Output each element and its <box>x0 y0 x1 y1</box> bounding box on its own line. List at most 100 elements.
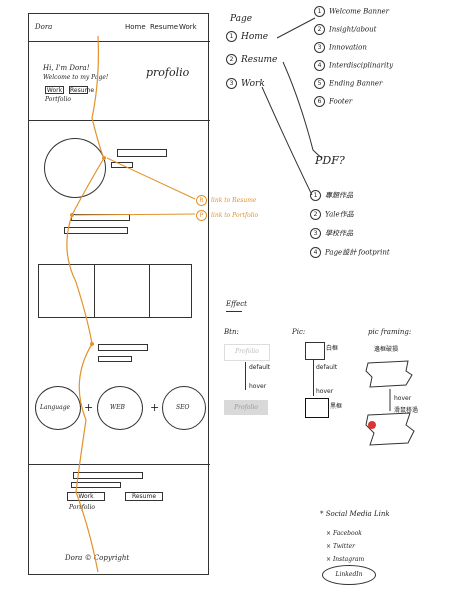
home-section-6: 6 Footer <box>314 96 393 114</box>
hero-welcome: Welcome to my Page! <box>43 74 109 81</box>
work-section-2-label: Yale作品 <box>325 210 354 219</box>
work-section-1-label: 專題作品 <box>325 191 353 200</box>
text-bar-5 <box>98 344 148 351</box>
home-section-5: 5 Ending Banner <box>314 78 393 96</box>
text-bar-7 <box>73 472 143 479</box>
work-section-1: 1 專題作品 <box>310 190 390 209</box>
effect-underline <box>226 311 242 312</box>
social-facebook-label: Facebook <box>332 530 362 537</box>
nav-work[interactable]: Work <box>179 23 197 31</box>
social-instagram[interactable]: × Instagram <box>326 556 365 563</box>
innovation-gallery <box>38 264 192 318</box>
work-section-3-label: 學校作品 <box>325 229 353 238</box>
framing-sub: 邊框破損 <box>374 346 399 353</box>
ending-divider <box>29 464 210 465</box>
home-section-5-label: Ending Banner <box>329 79 383 88</box>
ending-work-button[interactable]: Work <box>67 492 105 501</box>
home-section-2-number: 2 <box>314 24 325 35</box>
nav-home[interactable]: Home <box>125 23 146 31</box>
social-twitter[interactable]: × Twitter <box>326 543 356 550</box>
pic-arrow <box>313 360 314 396</box>
social-facebook[interactable]: × Facebook <box>326 530 362 537</box>
home-section-4-label: Interdisciplinarity <box>329 61 394 70</box>
work-section-1-number: 1 <box>310 190 321 201</box>
profile-picture <box>44 138 106 198</box>
social-linkedin[interactable]: LinkedIn <box>322 565 376 585</box>
hero-greeting: Hi, I'm Dora! <box>43 64 90 72</box>
effect-title: Effect <box>226 300 247 308</box>
social-twitter-label: Twitter <box>332 543 356 550</box>
text-bar-1 <box>117 149 167 157</box>
page-resume-label: Resume <box>241 55 278 65</box>
gallery-divider-1 <box>94 265 95 317</box>
home-section-1-number: 1 <box>314 6 325 17</box>
pic-effect-label: Pic: <box>292 328 306 336</box>
text-bar-8 <box>71 482 121 488</box>
work-section-4-number: 4 <box>310 247 321 258</box>
pic-default-box <box>305 342 325 360</box>
logo[interactable]: Dora <box>35 23 53 31</box>
pic-hover-note: hover <box>316 388 334 395</box>
home-section-1-label: Welcome Banner <box>329 7 389 16</box>
home-section-3: 3 Innovation <box>314 42 393 60</box>
home-section-2: 2 Insight/about <box>314 24 393 42</box>
nav-resume[interactable]: Resume <box>150 23 179 31</box>
ending-resume-button[interactable]: Resume <box>125 492 163 501</box>
work-section-2: 2 Yale作品 <box>310 209 390 228</box>
hero-sub: Portfolio <box>45 96 71 103</box>
framing-label: pic framing: <box>368 328 412 336</box>
footer-text: Dora © Copyright <box>65 554 130 562</box>
framing-mouse-note: 滑鼠移過 <box>394 407 419 414</box>
btn-arrow <box>245 362 246 390</box>
home-section-2-label: Insight/about <box>329 25 377 34</box>
social-instagram-label: Instagram <box>332 556 365 563</box>
annotation-resume-text: link to Resume <box>211 197 257 204</box>
skill-language: Language <box>35 386 81 430</box>
hero-work-button[interactable]: Work <box>45 86 64 94</box>
framing-hover-note: hover <box>394 395 412 402</box>
skill-language-label: Language <box>40 404 71 411</box>
plus-1: + <box>84 401 94 414</box>
hero-resume-button[interactable]: Resume <box>69 86 95 94</box>
btn-default-sample: Profolio <box>224 344 270 361</box>
annotation-portfolio-text: link to Portfolio <box>211 212 259 219</box>
social-title: * Social Media Link <box>320 510 390 518</box>
home-section-6-label: Footer <box>329 97 353 106</box>
framing-sketch <box>365 360 415 446</box>
home-section-4: 4 Interdisciplinarity <box>314 60 393 78</box>
page-resume[interactable]: 2 Resume <box>226 54 277 65</box>
home-section-4-number: 4 <box>314 60 325 71</box>
work-section-3: 3 學校作品 <box>310 228 390 247</box>
pic-hover-box <box>305 398 329 418</box>
pic-hover-frame-note: 黑框 <box>330 403 343 410</box>
page-work-label: Work <box>241 79 265 89</box>
page-resume-number: 2 <box>226 54 237 65</box>
text-bar-4 <box>64 227 128 234</box>
skill-web-label: WEB <box>110 404 125 411</box>
sitemap-title: Page <box>230 14 253 24</box>
gallery-divider-2 <box>149 265 150 317</box>
home-section-5-number: 5 <box>314 78 325 89</box>
pic-default-frame-note: 白框 <box>326 345 339 352</box>
home-section-6-number: 6 <box>314 96 325 107</box>
home-section-1: 1 Welcome Banner <box>314 6 393 24</box>
btn-default-note: default <box>249 364 271 371</box>
pic-default-note: default <box>316 364 338 371</box>
header-divider <box>29 41 210 42</box>
home-sections: 1 Welcome Banner 2 Insight/about 3 Innovati… <box>314 6 393 114</box>
skill-web: WEB <box>97 386 143 430</box>
work-section-3-number: 3 <box>310 228 321 239</box>
skill-seo: SEO <box>162 386 206 430</box>
text-bar-6 <box>98 356 132 362</box>
page-home-number: 1 <box>226 31 237 42</box>
btn-hover-note: hover <box>249 383 267 390</box>
work-section-2-number: 2 <box>310 209 321 220</box>
home-section-3-number: 3 <box>314 42 325 53</box>
home-section-3-label: Innovation <box>329 43 367 52</box>
